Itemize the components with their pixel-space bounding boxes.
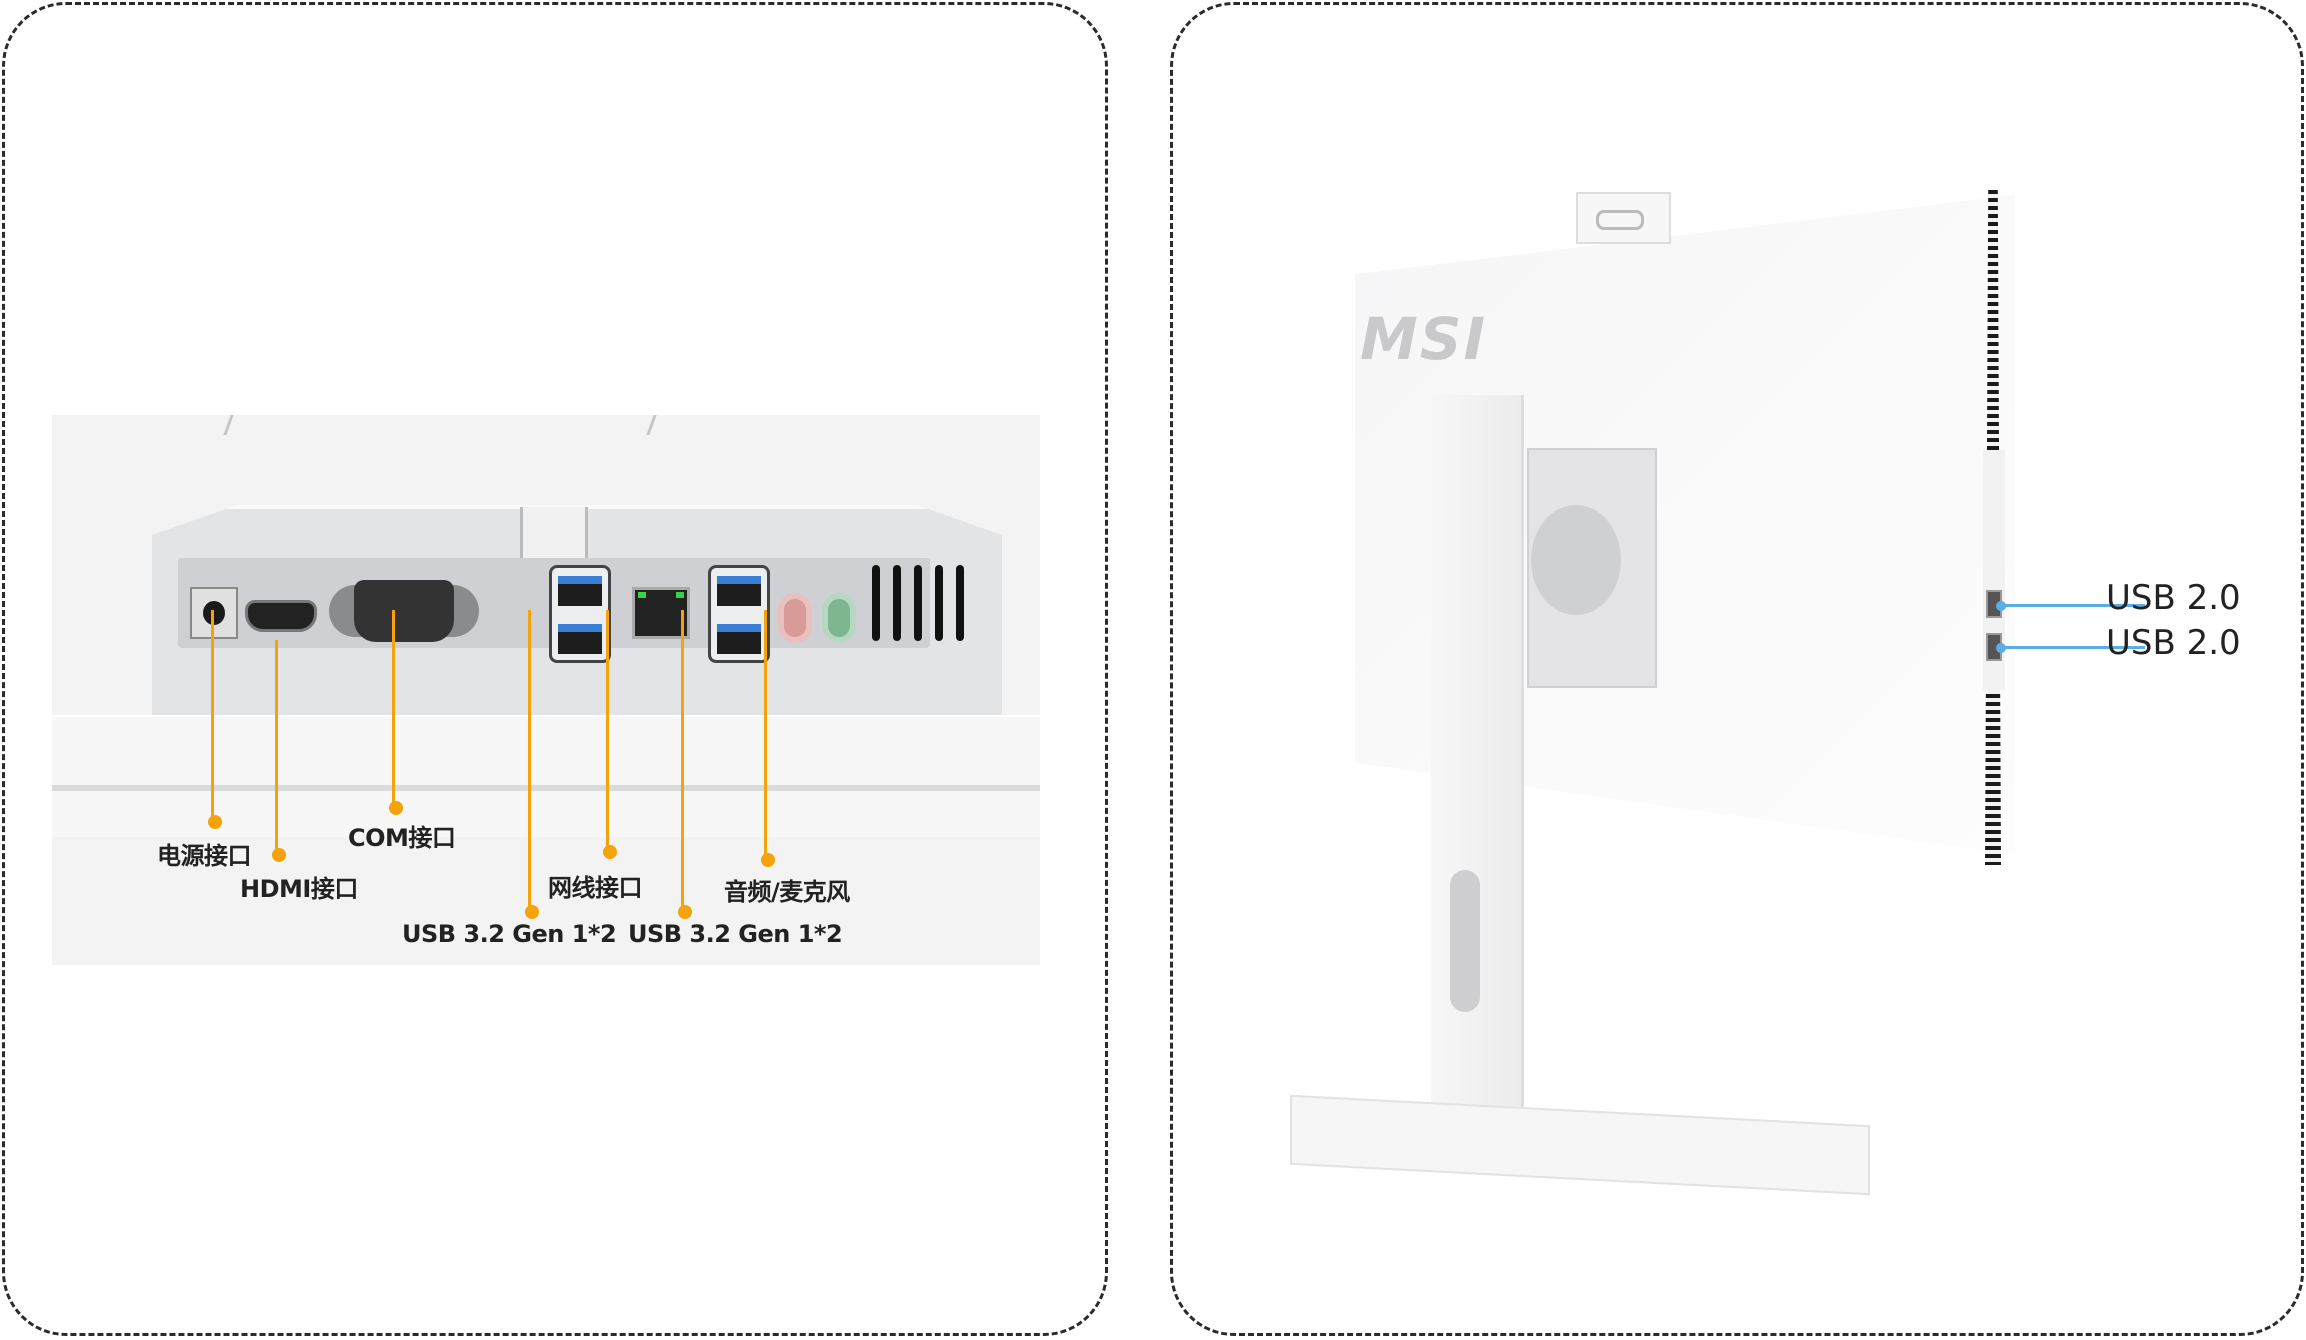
mic-jack xyxy=(778,593,812,643)
label-com-port: COM接口 xyxy=(348,824,456,852)
leader-line-lan xyxy=(606,610,609,852)
leader-dot-usb-b xyxy=(678,905,692,919)
label-audio-port: 音频/麦克风 xyxy=(724,878,850,906)
leader-dot-hdmi xyxy=(272,848,286,862)
label-lan-port: 网线接口 xyxy=(548,874,643,902)
leader-dot-com xyxy=(389,801,403,815)
leader-dot-lan xyxy=(603,845,617,859)
webcam xyxy=(1576,192,1671,244)
hinge-disc xyxy=(1531,505,1621,615)
audio-out-jack xyxy=(822,593,856,643)
usb-bottom-leader-line xyxy=(2001,646,2145,649)
vent-slot xyxy=(935,565,943,641)
leader-dot-power xyxy=(208,815,222,829)
leader-line-hdmi xyxy=(275,640,278,855)
leader-line-audio xyxy=(764,610,767,860)
label-power-port: 电源接口 xyxy=(157,842,252,870)
leader-line-usb-b xyxy=(681,610,684,912)
base-band xyxy=(52,785,1040,791)
usb3-port-pair-a xyxy=(549,565,611,663)
base-ledge xyxy=(52,715,1040,837)
leader-dot-usb-a xyxy=(525,905,539,919)
leader-dot-audio xyxy=(761,853,775,867)
side-io-strip xyxy=(1983,450,2005,690)
stand-hinge xyxy=(223,415,657,435)
cable-hole xyxy=(1450,870,1480,1012)
label-usb-2-bottom: USB 2.0 xyxy=(2106,623,2241,663)
dc-power-hole xyxy=(203,601,225,625)
label-usb-a: USB 3.2 Gen 1*2 xyxy=(402,920,617,948)
vent-slot xyxy=(872,565,880,641)
vent-slot xyxy=(893,565,901,641)
leader-line-com xyxy=(392,610,395,808)
vent-slot xyxy=(914,565,922,641)
leader-line-power xyxy=(211,610,214,822)
com-port-shell xyxy=(354,580,454,642)
webcam-lens-icon xyxy=(1596,210,1644,230)
hdmi-port xyxy=(245,600,317,632)
vent-slot xyxy=(956,565,964,641)
ethernet-port xyxy=(632,587,690,639)
label-usb-2-top: USB 2.0 xyxy=(2106,578,2241,618)
msi-logo: MSI xyxy=(1360,305,1488,373)
usb-bottom-leader-dot xyxy=(1996,643,2006,653)
usb3-port-pair-b xyxy=(708,565,770,663)
usb-top-leader-line xyxy=(2001,604,2145,607)
leader-line-usb-a xyxy=(528,610,531,912)
stand-column xyxy=(1431,395,1524,1125)
rear-io-photo xyxy=(52,415,1040,965)
usb-top-leader-dot xyxy=(1996,601,2006,611)
label-usb-b: USB 3.2 Gen 1*2 xyxy=(628,920,843,948)
label-hdmi-port: HDMI接口 xyxy=(240,875,358,903)
